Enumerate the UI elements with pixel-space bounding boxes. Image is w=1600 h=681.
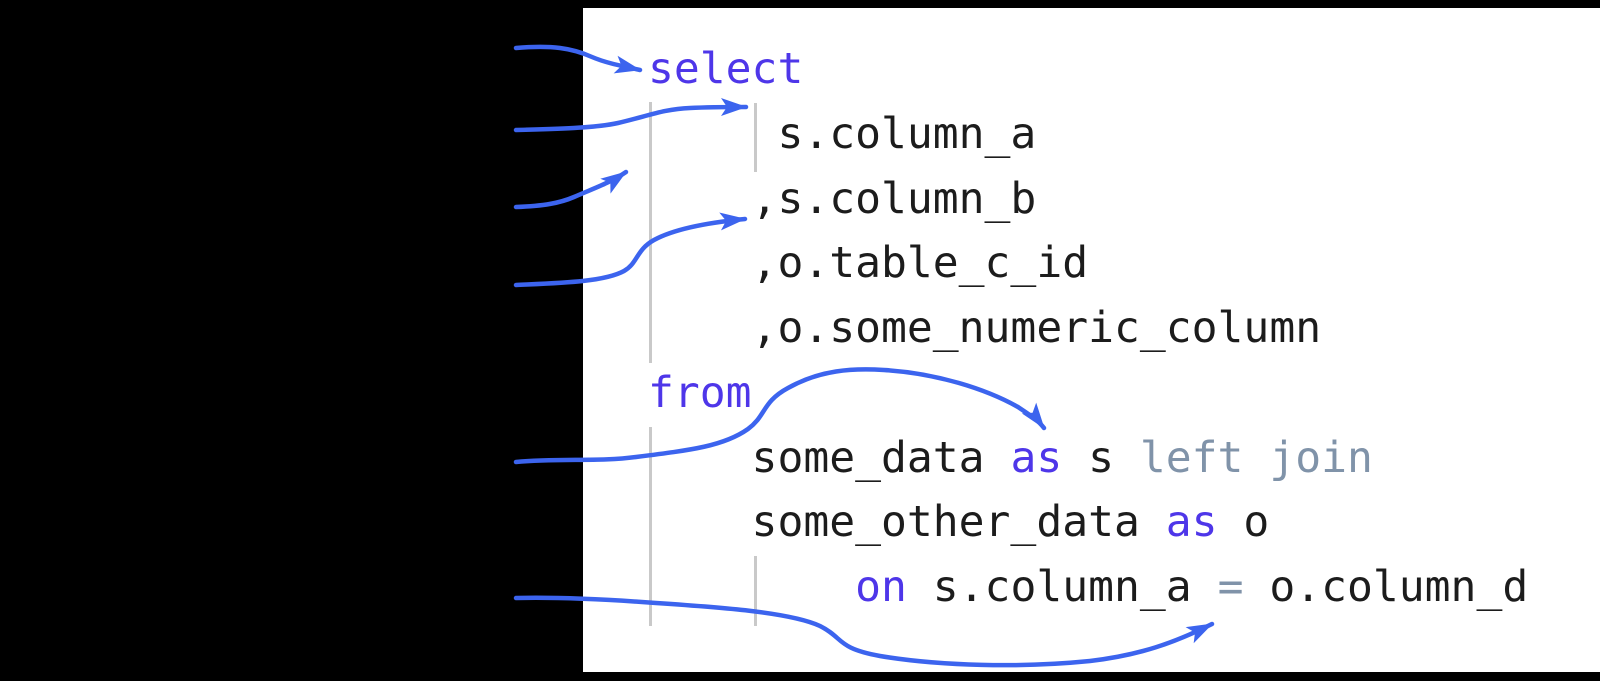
code-token-id: o.column_d (1243, 562, 1529, 612)
code-token-kw: as (1010, 432, 1063, 483)
code-token-mut: left join (1139, 432, 1373, 483)
code-line: some_data as s left join (648, 426, 1528, 491)
code-token-id: s (1062, 432, 1140, 483)
code-line: ,s.column_b (648, 167, 1528, 232)
code-line: select (648, 37, 1528, 102)
code-token-id: ,s.column_b (648, 173, 1037, 224)
indent-guide (754, 556, 757, 626)
code-token-id: o (1217, 497, 1270, 548)
code-token-id: ,o.some_numeric_column (648, 303, 1322, 353)
code-block: select s.column_a ,s.column_b ,o.table_c… (648, 37, 1528, 620)
code-line: ,o.table_c_id (648, 231, 1528, 296)
code-line: s.column_a (648, 102, 1528, 167)
code-line: from (648, 361, 1528, 426)
code-token-mut: = (1217, 562, 1244, 612)
code-token-id: ,o.table_c_id (648, 238, 1089, 289)
code-token-id: some_data (648, 432, 1011, 483)
code-token-kw: select (648, 44, 804, 94)
code-line: some_other_data as o (648, 490, 1528, 555)
code-token-id (648, 562, 855, 612)
code-line: ,o.some_numeric_column (648, 296, 1528, 361)
code-token-kw: from (648, 367, 752, 418)
code-editor-panel: select s.column_a ,s.column_b ,o.table_c… (583, 8, 1600, 672)
code-token-kw: on (855, 562, 907, 612)
indent-guide (649, 427, 652, 626)
indent-guide (754, 103, 757, 172)
code-token-kw: as (1165, 497, 1218, 548)
code-token-id: some_other_data (648, 497, 1166, 548)
code-token-id: s.column_a (906, 562, 1218, 612)
code-line: on s.column_a = o.column_d (648, 555, 1528, 620)
code-token-id: s.column_a (648, 108, 1037, 159)
